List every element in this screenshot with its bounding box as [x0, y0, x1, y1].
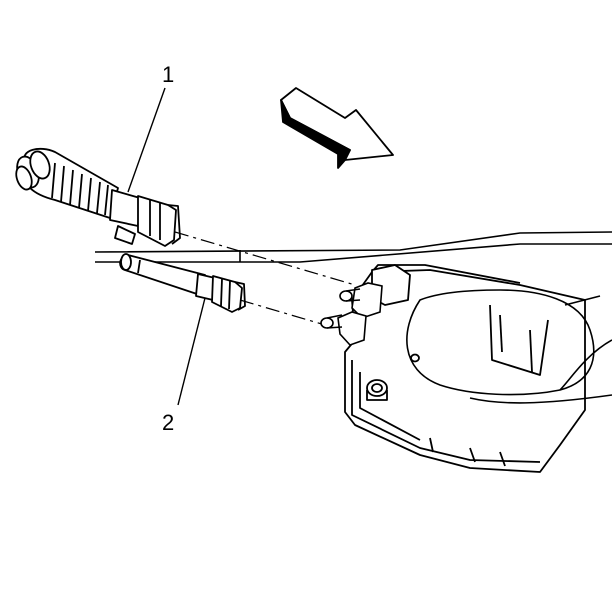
leader-lines	[127, 87, 206, 406]
evap-canister	[344, 264, 586, 473]
zoom-loop-outline	[406, 289, 612, 404]
quick-connect-fitting-2	[195, 273, 246, 313]
callout-1: 1	[162, 62, 174, 87]
corrugated-fuel-hose-1	[15, 148, 119, 219]
alignment-lines	[174, 231, 356, 326]
canister-fitting-nipples	[320, 282, 383, 346]
fuel-hose-2	[119, 253, 206, 296]
frame-rail	[94, 231, 612, 263]
quick-connect-fitting-1	[109, 189, 181, 247]
direction-arrow	[280, 87, 394, 169]
callout-2: 2	[162, 410, 174, 435]
